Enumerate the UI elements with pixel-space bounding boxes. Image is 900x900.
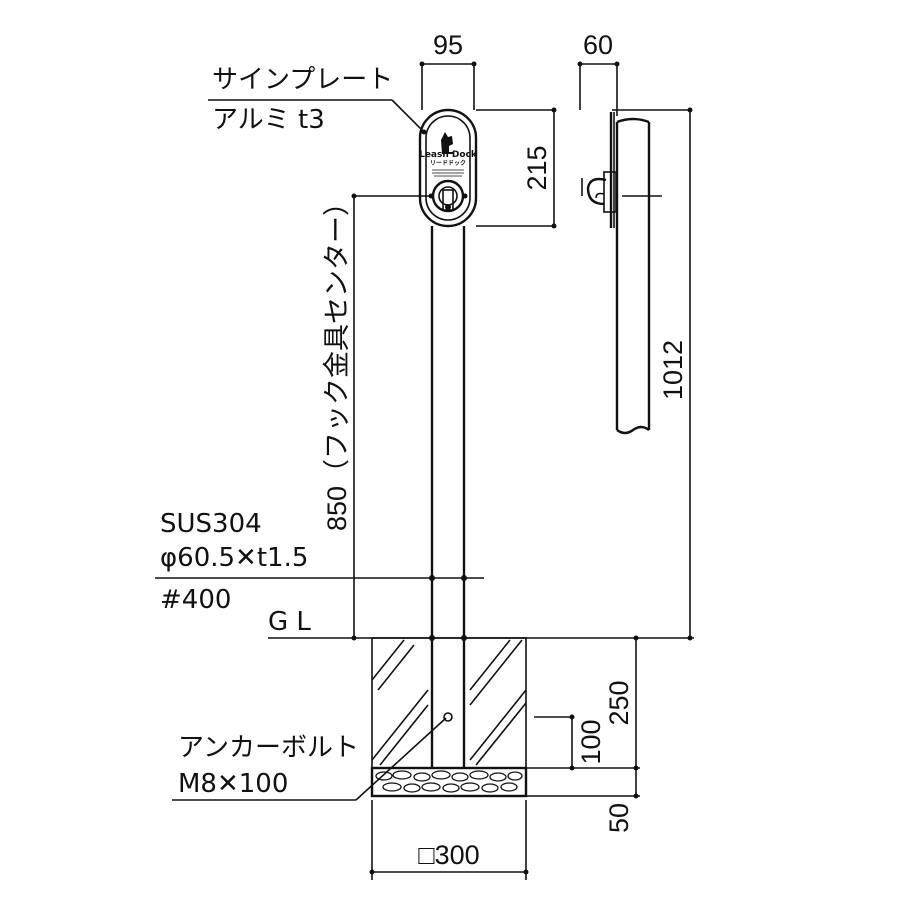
anchor-bolt-size-label: M8✕100 xyxy=(178,769,288,799)
plate-width-dim: 95 xyxy=(433,30,463,60)
plate-sub-text: リードドック xyxy=(430,159,466,167)
plate-height-dim: 215 xyxy=(522,145,552,190)
hatch-line xyxy=(379,704,429,766)
anchor-bolt-hole xyxy=(443,712,453,722)
sign-plate-label: サインプレート xyxy=(212,65,393,95)
pipe-material-label: SUS304 xyxy=(160,509,262,539)
foundation xyxy=(370,637,528,798)
plate-outline xyxy=(418,108,478,228)
sign-plate: Leash Dock リードドック xyxy=(418,108,478,228)
embed-depth-dim: 250 xyxy=(604,680,634,725)
hatch-line xyxy=(377,644,415,691)
side-depth-dim: 60 xyxy=(583,30,613,60)
pipe-size-label: φ60.5✕t1.5 xyxy=(160,543,308,573)
hatch-line xyxy=(469,639,523,706)
dog-icon xyxy=(441,132,453,154)
side-post-top xyxy=(616,117,650,124)
dimension-lines xyxy=(268,61,694,880)
foundation-width-dim: □300 xyxy=(418,840,479,870)
hatch-line xyxy=(475,702,527,766)
ground-level-label: G L xyxy=(268,607,311,637)
leader-lines xyxy=(155,99,484,801)
hatch-line xyxy=(371,689,429,761)
side-post-bottom-break xyxy=(616,425,650,435)
concrete-block xyxy=(371,637,527,769)
post-front-view xyxy=(429,226,467,768)
finish-label: #400 xyxy=(160,585,231,615)
plate-brand-text: Leash Dock xyxy=(419,150,478,160)
gravel-stones xyxy=(375,770,523,793)
hatch-line xyxy=(371,639,405,681)
plate-inner-outline xyxy=(425,115,471,221)
gravel-layer xyxy=(370,766,528,798)
hatch-line xyxy=(469,639,511,691)
sign-plate-material-label: アルミ t3 xyxy=(212,105,325,135)
side-hook-icon xyxy=(586,171,617,213)
hatch-line xyxy=(469,689,527,761)
post-side-view xyxy=(586,112,651,435)
labels: サインプレート アルミ t3 SUS304 φ60.5✕t1.5 #400 G … xyxy=(160,30,688,870)
hook-bracket-icon xyxy=(428,179,468,213)
total-height-dim: 1012 xyxy=(658,340,688,400)
anchor-bolt-label: アンカーボルト xyxy=(178,733,359,763)
bolt-height-dim: 100 xyxy=(576,719,606,764)
gravel-depth-dim: 50 xyxy=(604,803,634,833)
hook-height-dim: 850（フック金具センター） xyxy=(322,189,352,531)
